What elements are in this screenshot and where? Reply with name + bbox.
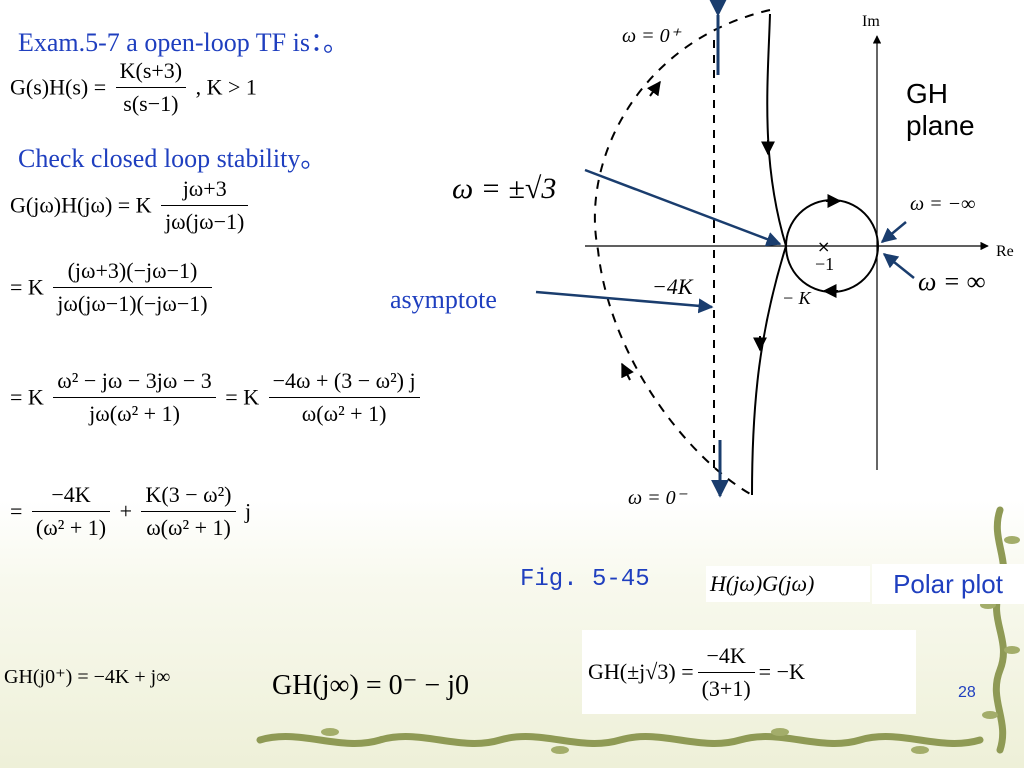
arc-arrow-bottom [621, 362, 634, 381]
step3-mid: = K [225, 384, 260, 410]
step4-eq: = −4K (ω² + 1) + K(3 − ω²) ω(ω² + 1) j [10, 482, 251, 541]
gh-plane-line2: plane [906, 110, 975, 141]
gh-sqrt3-numerator: −4K [706, 642, 746, 668]
step4-fraction: −4K (ω² + 1) [31, 482, 111, 541]
axis-re-label: Re [996, 243, 1014, 260]
step3-denominator2: ω(ω² + 1) [268, 397, 420, 427]
gh-sqrt3-eq: GH(±j√3) = −4K (3+1) = −K [582, 630, 916, 714]
step3-numerator: ω² − jω − 3jω − 3 [57, 368, 212, 393]
polar-plot: Im Re ω = 0⁺ ω = 0⁻ ω = ±√3 ω = −∞ ω = ∞… [390, 0, 1014, 509]
gh-plane-label: GH plane [906, 78, 975, 142]
page-number: 28 [958, 684, 976, 701]
polar-plot-caption: Polar plot [872, 564, 1024, 604]
asymptote-label: asymptote [390, 285, 497, 314]
tf-condition: , K > 1 [195, 74, 257, 100]
freq-response-eq: G(jω)H(jω) = K jω+3 jω(jω−1) [10, 176, 252, 235]
gh-sqrt3-fraction: −4K (3+1) [697, 642, 755, 702]
axis-im-label: Im [862, 13, 880, 30]
step3-denominator: jω(ω² + 1) [53, 397, 216, 427]
neg-inf-pointer [880, 221, 907, 243]
step3-eq: = K ω² − jω − 3jω − 3 jω(ω² + 1) = K −4ω… [10, 368, 424, 427]
step4-fraction2: K(3 − ω²) ω(ω² + 1) [141, 482, 236, 541]
omega-0plus-label: ω = 0⁺ [622, 25, 682, 47]
step4-tail: j [245, 498, 252, 524]
step4-numerator2: K(3 − ω²) [145, 482, 232, 507]
arc-arrow-top [646, 80, 661, 97]
freq-lhs: G(jω)H(jω) = K [10, 192, 152, 218]
exam-title: Exam.5-7 a open-loop TF is：。 [18, 28, 349, 57]
step2-eq: = K (jω+3)(−jω−1) jω(jω−1)(−jω−1) [10, 258, 216, 317]
step4-lhs: = [10, 498, 23, 524]
polar-curve-upper [766, 13, 787, 247]
gh-plane-line1: GH [906, 78, 948, 109]
omega-0minus-label: ω = 0⁻ [628, 487, 688, 509]
step3-fraction2: −4ω + (3 − ω²) j ω(ω² + 1) [268, 368, 420, 427]
minus-1-label: −1 [815, 254, 834, 274]
step3-numerator2: −4ω + (3 − ω²) j [272, 368, 416, 393]
freq-numerator: jω+3 [182, 176, 227, 201]
polar-curve-lower [751, 245, 787, 496]
tf-lhs: G(s)H(s) = [10, 74, 107, 100]
gh-sqrt3-lhs: GH(±j√3) = [588, 659, 694, 684]
step4-denominator2: ω(ω² + 1) [141, 511, 236, 541]
gh-j0-eq: GH(j0⁺) = −4K + j∞ [4, 666, 171, 688]
step2-fraction: (jω+3)(−jω−1) jω(jω−1)(−jω−1) [53, 258, 212, 317]
sqrt3-pointer [584, 168, 782, 247]
freq-denominator: jω(jω−1) [161, 205, 249, 235]
figure-caption: Fig. 5-45 [520, 566, 650, 593]
omega-sqrt3-label: ω = ±√3 [452, 172, 556, 205]
minus-4k-label: −4K [652, 274, 694, 299]
freq-fraction: jω+3 jω(jω−1) [161, 176, 249, 235]
gh-sqrt3-denominator: (3+1) [697, 671, 755, 702]
step3-lhs: = K [10, 384, 44, 410]
step2-denominator: jω(jω−1)(−jω−1) [53, 287, 212, 317]
step4-plus: + [119, 498, 132, 524]
tf-numerator: K(s+3) [119, 58, 183, 83]
step2-lhs: = K [10, 274, 44, 300]
open-loop-tf: G(s)H(s) = K(s+3) s(s−1) , K > 1 [10, 58, 257, 117]
hg-caption: H(jω)G(jω) [706, 566, 870, 602]
gh-jinf-eq: GH(j∞) = 0⁻ − j0 [272, 670, 469, 701]
step2-numerator: (jω+3)(−jω−1) [67, 258, 198, 283]
tf-denominator: s(s−1) [115, 87, 187, 117]
asymptote-pointer [535, 290, 714, 314]
omega-neg-inf-label: ω = −∞ [910, 193, 975, 215]
gh-sqrt3-rhs: = −K [758, 659, 805, 684]
infinity-arc [593, 9, 771, 496]
tf-fraction: K(s+3) s(s−1) [115, 58, 187, 117]
step4-numerator: −4K [51, 482, 91, 507]
decorative-vine [256, 506, 1020, 754]
step3-fraction: ω² − jω − 3jω − 3 jω(ω² + 1) [53, 368, 216, 427]
step4-denominator: (ω² + 1) [31, 511, 111, 541]
minus-k-label: − K [782, 288, 812, 308]
check-stability-text: Check closed loop stability。 [18, 144, 327, 173]
pole-cross: × [817, 237, 830, 256]
inf-pointer [882, 253, 915, 279]
omega-inf-label: ω = ∞ [918, 267, 985, 296]
